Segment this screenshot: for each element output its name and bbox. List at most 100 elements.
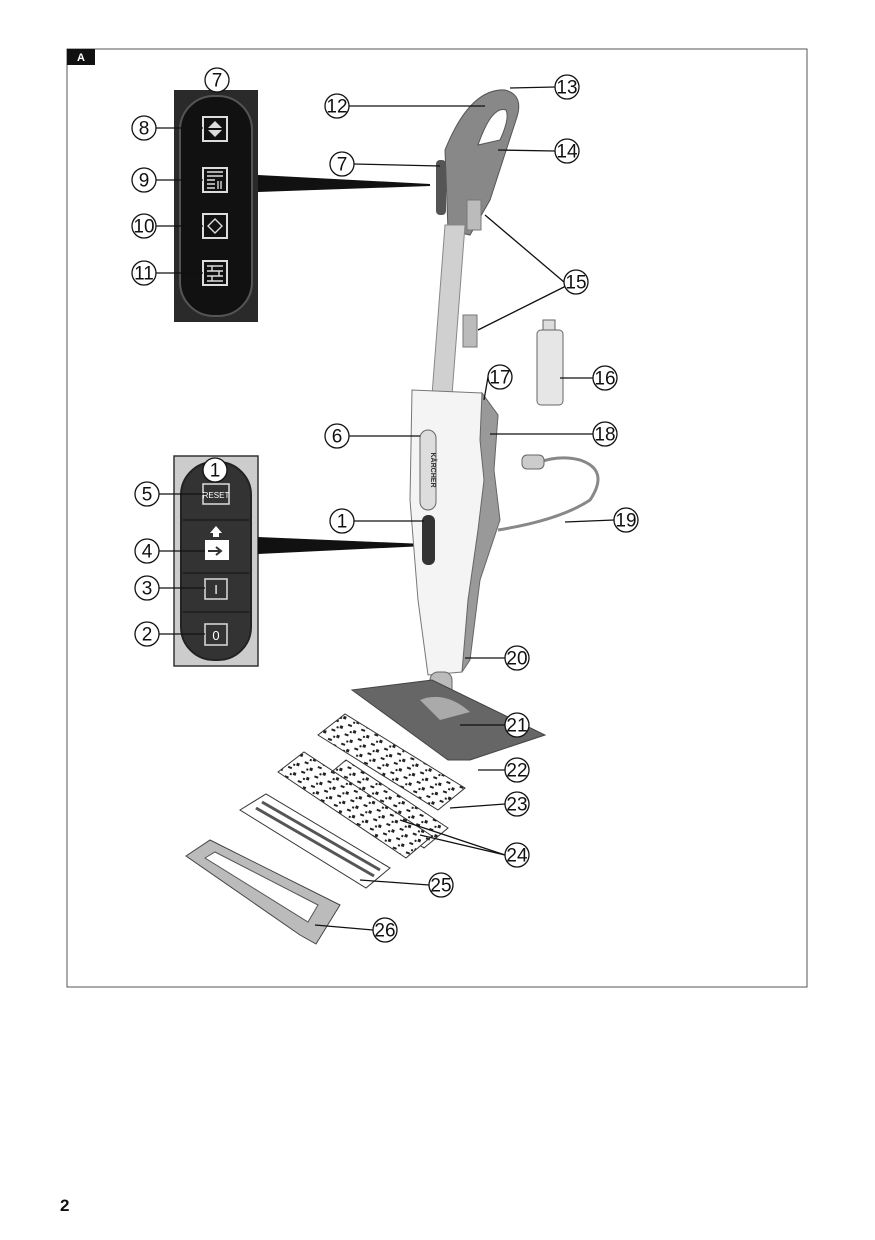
callout-circle: [204, 67, 230, 93]
callout-number: 23: [506, 795, 527, 816]
callout-circle: [131, 167, 157, 193]
callout-13: 13: [554, 74, 580, 100]
callout-number: 3: [142, 579, 153, 600]
page-number: 2: [60, 1196, 70, 1215]
callout-16: 16: [592, 365, 618, 391]
section-label-box: [67, 49, 95, 65]
callout-leader-line: [314, 924, 374, 931]
callout-circle: [613, 507, 639, 533]
reset-label: RESET: [203, 491, 230, 500]
callout-leader-line: [477, 285, 567, 331]
callout-9: 9: [131, 167, 157, 193]
steam-up-down-icon: [202, 116, 228, 142]
callout-25: 25: [428, 872, 454, 898]
callout-number: 13: [556, 78, 577, 99]
callout-20: 20: [504, 645, 530, 671]
callout-14: 14: [554, 138, 580, 164]
callout-number: 16: [594, 369, 615, 390]
floor-cloth-3: [277, 751, 433, 859]
callout-circle: [554, 138, 580, 164]
callout-leader-line: [497, 149, 556, 152]
callout-leader-line: [483, 376, 489, 401]
callout-26: 26: [372, 917, 398, 943]
steam-mop-illustration: KÄRCHER: [350, 89, 600, 761]
power-cord: [497, 456, 600, 532]
callout-number: 4: [142, 542, 153, 563]
callout-number: 25: [430, 876, 451, 897]
callout-18: 18: [592, 421, 618, 447]
callout-12: 12: [324, 93, 350, 119]
callout-number: 7: [212, 71, 223, 92]
callout-number: 14: [556, 142, 578, 163]
callout-number: 12: [326, 97, 347, 118]
microfibre-cloths: [185, 713, 466, 945]
callout-10: 10: [131, 213, 157, 239]
on-label: I: [214, 582, 218, 597]
brand-logo: KÄRCHER: [429, 453, 437, 488]
callout-circle: [504, 757, 530, 783]
callout-1: 1: [202, 457, 228, 483]
callout-number: 1: [337, 512, 348, 533]
callout-number: 9: [139, 171, 150, 192]
callout-number: 15: [565, 273, 586, 294]
callout-number: 24: [506, 846, 528, 867]
detail-pointer-top: [258, 175, 430, 192]
callout-circle: [202, 457, 228, 483]
callout-number: 26: [374, 921, 395, 942]
detail-pointer-bottom: [258, 537, 425, 554]
callout-number: 18: [594, 425, 615, 446]
section-label: A: [77, 52, 85, 64]
callout-circle: [329, 508, 355, 534]
callout-number: 7: [337, 155, 348, 176]
callout-leader-line: [359, 879, 430, 886]
callout-number: 21: [506, 716, 527, 737]
callout-circle: [592, 421, 618, 447]
callout-leader-line: [449, 803, 506, 809]
off-label: 0: [212, 628, 219, 643]
callout-circle: [131, 115, 157, 141]
callout-circle: [131, 213, 157, 239]
callout-circle: [329, 151, 355, 177]
shaft: [431, 224, 466, 396]
callout-leader-line: [564, 519, 615, 523]
callout-15: 15: [563, 269, 589, 295]
water-filter-cartridge: [536, 319, 564, 406]
callout-circle: [504, 645, 530, 671]
callout-3: 3: [134, 575, 160, 601]
callout-circle: [134, 538, 160, 564]
callout-circle: [134, 481, 160, 507]
callout-8: 8: [131, 115, 157, 141]
callout-6: 6: [324, 423, 350, 449]
callout-5: 5: [134, 481, 160, 507]
callout-leader-line: [353, 163, 441, 167]
callout-circle: [428, 872, 454, 898]
callout-19: 19: [613, 507, 639, 533]
callout-24: 24: [504, 842, 530, 868]
handle-control-panel-detail: [174, 90, 258, 322]
callout-circle: [324, 423, 350, 449]
callout-number: 11: [134, 264, 154, 285]
callout-number: 6: [332, 427, 343, 448]
callout-17: 17: [487, 364, 513, 390]
callout-circle: [563, 269, 589, 295]
callout-leader-line: [399, 819, 506, 856]
callout-number: 2: [142, 625, 153, 646]
callout-23: 23: [504, 791, 530, 817]
callout-number: 19: [615, 511, 636, 532]
callout-leader-line: [484, 214, 565, 283]
floor-nozzle: [350, 679, 547, 761]
callout-number: 20: [506, 649, 527, 670]
callout-circle: [324, 93, 350, 119]
callout-circle: [504, 842, 530, 868]
callout-circle: [592, 365, 618, 391]
callout-7: 7: [204, 67, 230, 93]
handle-grip: [444, 89, 520, 236]
refill-water-icon: [205, 526, 229, 560]
callout-circle: [134, 575, 160, 601]
callout-leader-line: [419, 834, 506, 856]
callout-7: 7: [329, 151, 355, 177]
callout-circle: [134, 621, 160, 647]
callout-21: 21: [504, 712, 530, 738]
power-plug: [521, 454, 545, 470]
